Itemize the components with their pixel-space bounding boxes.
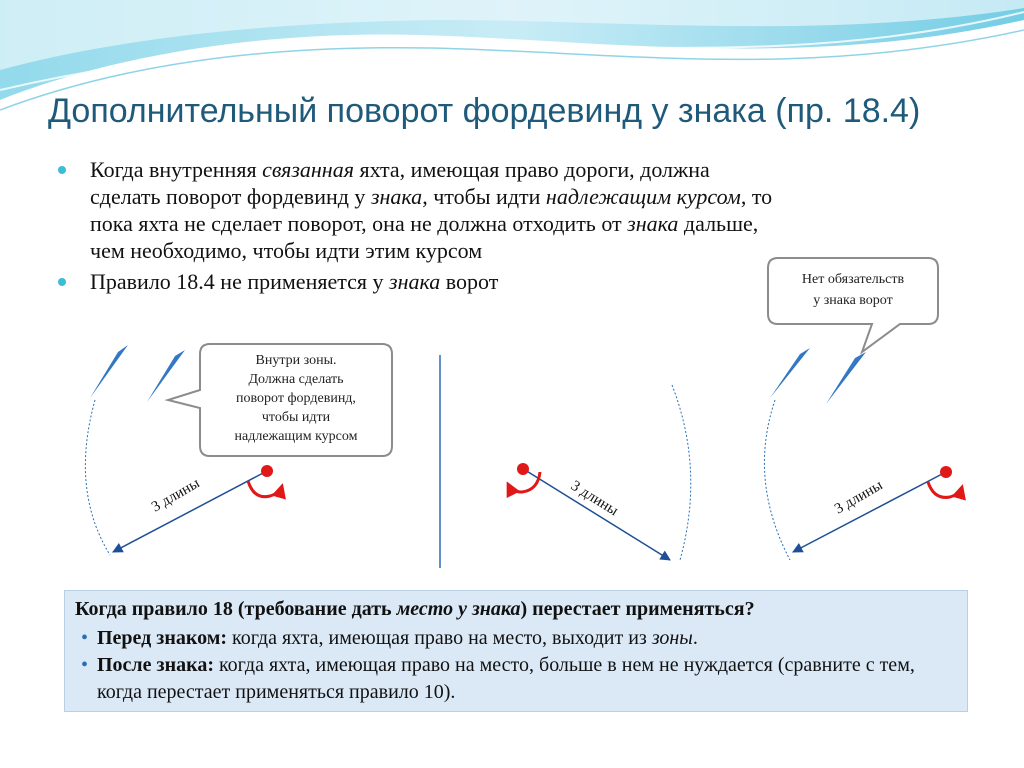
- turn-arrow-icon-left: [246, 480, 286, 500]
- slide-title: Дополнительный поворот фордевинд у знака…: [48, 92, 921, 130]
- bullet-dot-icon: [58, 166, 66, 174]
- info-item-after-mark: •После знака: когда яхта, имеющая право …: [81, 654, 915, 703]
- boat-icon-left-2: [147, 350, 185, 402]
- info-item-before-mark: •Перед знаком: когда яхта, имеющая право…: [75, 625, 957, 652]
- callout-left-line-2: Должна сделать: [248, 372, 343, 387]
- zone-line-right: [792, 472, 945, 553]
- callout-left: Внутри зоны. Должна сделать поворот форд…: [164, 343, 393, 457]
- info-box: Когда правило 18 (требование дать место …: [64, 590, 968, 712]
- boat-icon-right-2: [826, 352, 866, 404]
- callout-right-line-1: Нет обязательств: [802, 272, 905, 287]
- callout-right: Нет обязательств у знака ворот: [767, 257, 939, 355]
- info-list: •Перед знаком: когда яхта, имеющая право…: [75, 625, 957, 706]
- zone-arc-left: [84, 399, 111, 556]
- boat-icon-left-1: [90, 345, 128, 398]
- mark-icon-right: [940, 466, 952, 478]
- bullet-list: Когда внутренняя связанная яхта, имеющая…: [56, 156, 776, 299]
- bullet-dot-icon: [58, 278, 66, 286]
- zone-arc-right: [764, 399, 791, 561]
- callout-right-line-2: у знака ворот: [813, 293, 893, 308]
- info-question: Когда правило 18 (требование дать место …: [75, 598, 755, 620]
- callout-left-line-3: поворот фордевинд,: [236, 391, 356, 406]
- zone-line-middle: [524, 469, 671, 561]
- zone-arc-middle: [671, 384, 692, 561]
- bullet-item-2: Правило 18.4 не применяется у знака воро…: [56, 268, 776, 295]
- turn-arrow-icon-middle: [506, 471, 542, 499]
- callout-left-line-4: чтобы идти: [262, 410, 331, 425]
- mark-icon-middle: [517, 463, 529, 475]
- scene-right: 3 длины: [764, 348, 966, 561]
- mark-icon-left: [261, 465, 273, 477]
- turn-arrow-icon-right: [926, 481, 966, 501]
- scene-middle: 3 длины: [506, 384, 692, 561]
- zone-line-left: [112, 471, 266, 553]
- bullet-dot-icon: •: [81, 627, 89, 649]
- bullet-dot-icon: •: [81, 654, 89, 676]
- callout-left-line-1: Внутри зоны.: [256, 353, 337, 368]
- callout-left-line-5: надлежащим курсом: [235, 429, 358, 444]
- boat-icon-right-1: [770, 348, 810, 398]
- length-label-right: 3 длины: [832, 477, 885, 517]
- bullet-item-1: Когда внутренняя связанная яхта, имеющая…: [56, 156, 776, 264]
